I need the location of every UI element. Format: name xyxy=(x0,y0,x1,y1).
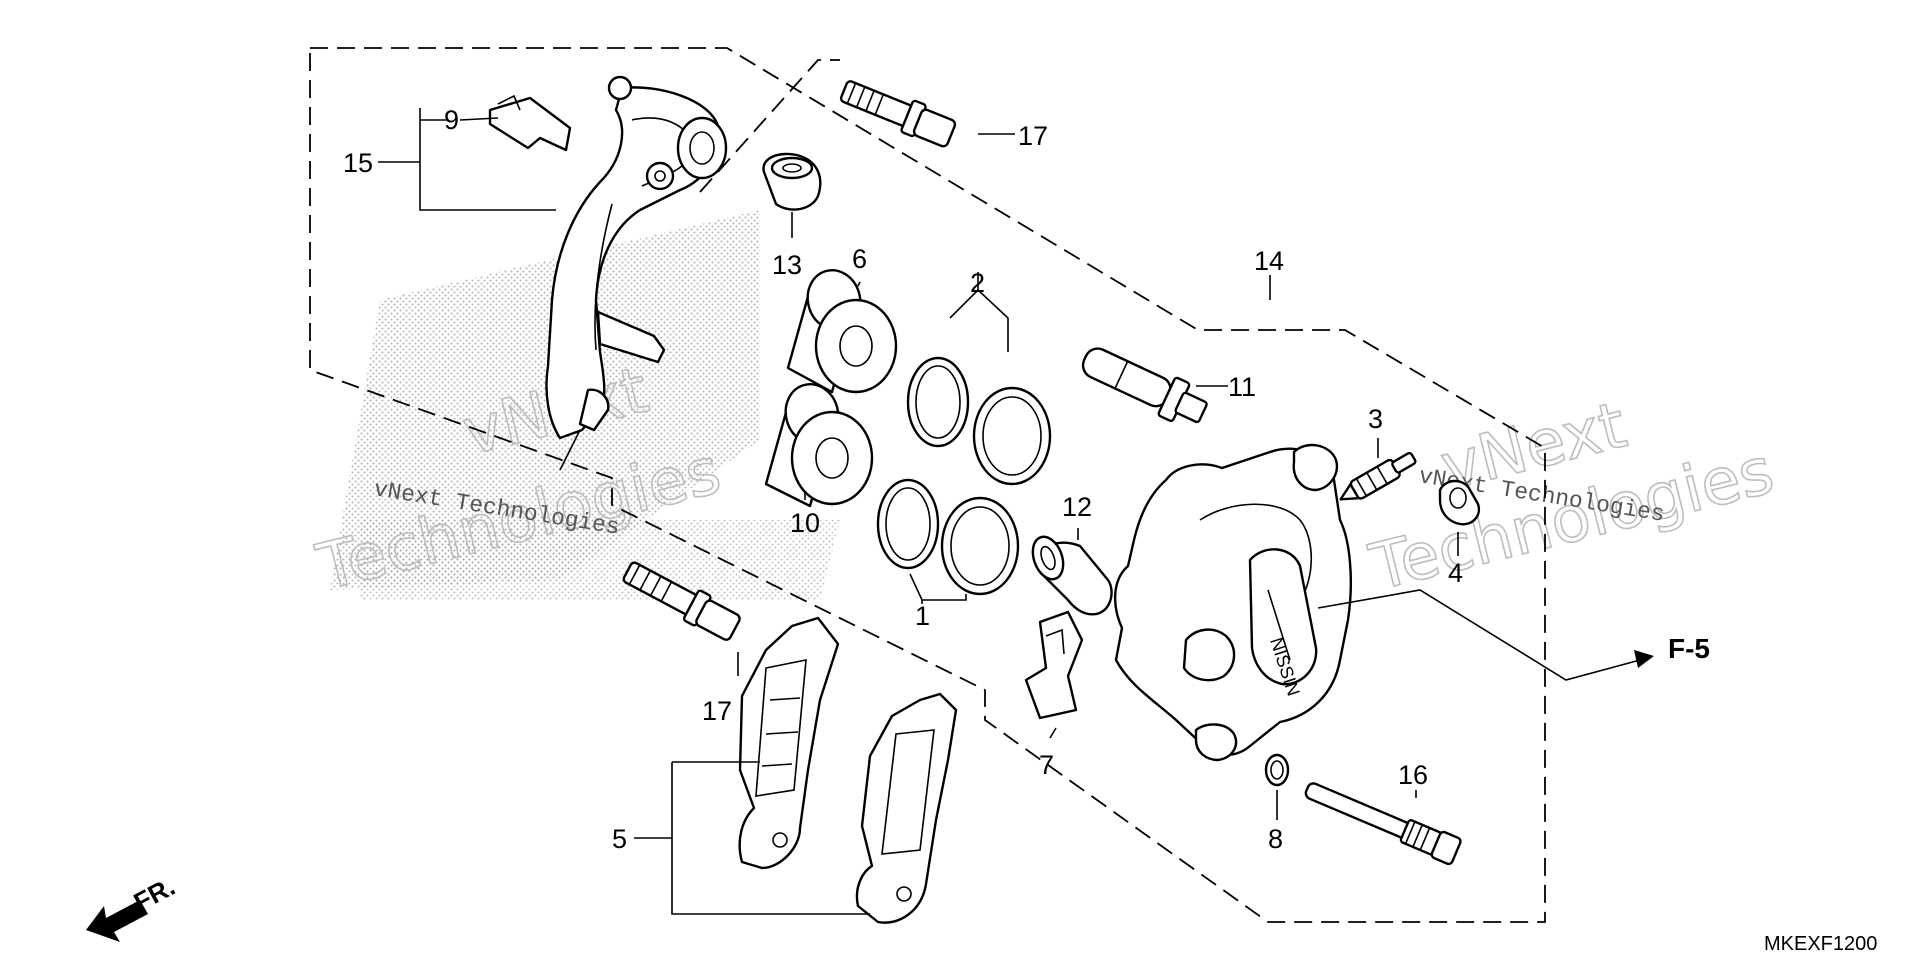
callout-1: 1 xyxy=(915,601,930,631)
slide-pin xyxy=(1081,347,1208,424)
pad-pin xyxy=(1304,782,1462,866)
pad-retainer xyxy=(1024,610,1084,720)
o-ring xyxy=(1264,753,1290,787)
bleeder-cap xyxy=(1438,479,1481,526)
ref-label: F-5 xyxy=(1668,633,1710,664)
callout-14: 14 xyxy=(1254,246,1284,276)
callout-15: 15 xyxy=(343,148,373,178)
caliper-body: NISSIN xyxy=(1113,443,1352,762)
front-arrow-icon xyxy=(86,900,148,942)
callout-7: 7 xyxy=(1039,750,1054,780)
callout-5: 5 xyxy=(612,824,627,854)
bleeder-screw xyxy=(1339,451,1417,501)
callout-11: 11 xyxy=(1228,372,1256,402)
ref-arrow xyxy=(1317,589,1654,681)
bolt-upper xyxy=(839,80,957,148)
piston-upper xyxy=(786,269,898,394)
callout-9: 9 xyxy=(444,105,459,135)
callout-3: 3 xyxy=(1368,404,1383,434)
callouts: 1 2 3 4 5 6 7 8 9 10 11 12 13 14 15 16 1… xyxy=(343,105,1463,854)
brake-pads xyxy=(738,616,958,924)
bolt-lower xyxy=(622,561,741,641)
callout-4: 4 xyxy=(1448,558,1463,588)
caliper-bracket xyxy=(545,75,728,471)
callout-16: 16 xyxy=(1398,760,1428,790)
callout-2: 2 xyxy=(970,268,985,298)
leader-lines xyxy=(378,108,1459,915)
piston-lower xyxy=(764,383,874,508)
caliper-sub-outline xyxy=(699,59,840,193)
callout-6: 6 xyxy=(852,244,867,274)
diagram-code: MKEXF1200 xyxy=(1764,933,1877,955)
seals-upper xyxy=(906,356,1052,486)
assembly-outline xyxy=(309,47,1546,923)
bleeder-pin xyxy=(1031,535,1113,616)
pin-boot xyxy=(762,152,822,211)
callout-17a: 17 xyxy=(1018,121,1048,151)
callout-13: 13 xyxy=(772,250,802,280)
watermark-right: vNext Technologies vNext Technologies xyxy=(1362,388,1781,607)
pad-spring xyxy=(488,94,572,152)
callout-12: 12 xyxy=(1062,492,1092,522)
stipple-shading xyxy=(330,210,840,600)
seals-lower xyxy=(876,478,1020,596)
callout-17b: 17 xyxy=(702,696,732,726)
callout-10: 10 xyxy=(790,508,820,538)
callout-8: 8 xyxy=(1268,824,1283,854)
